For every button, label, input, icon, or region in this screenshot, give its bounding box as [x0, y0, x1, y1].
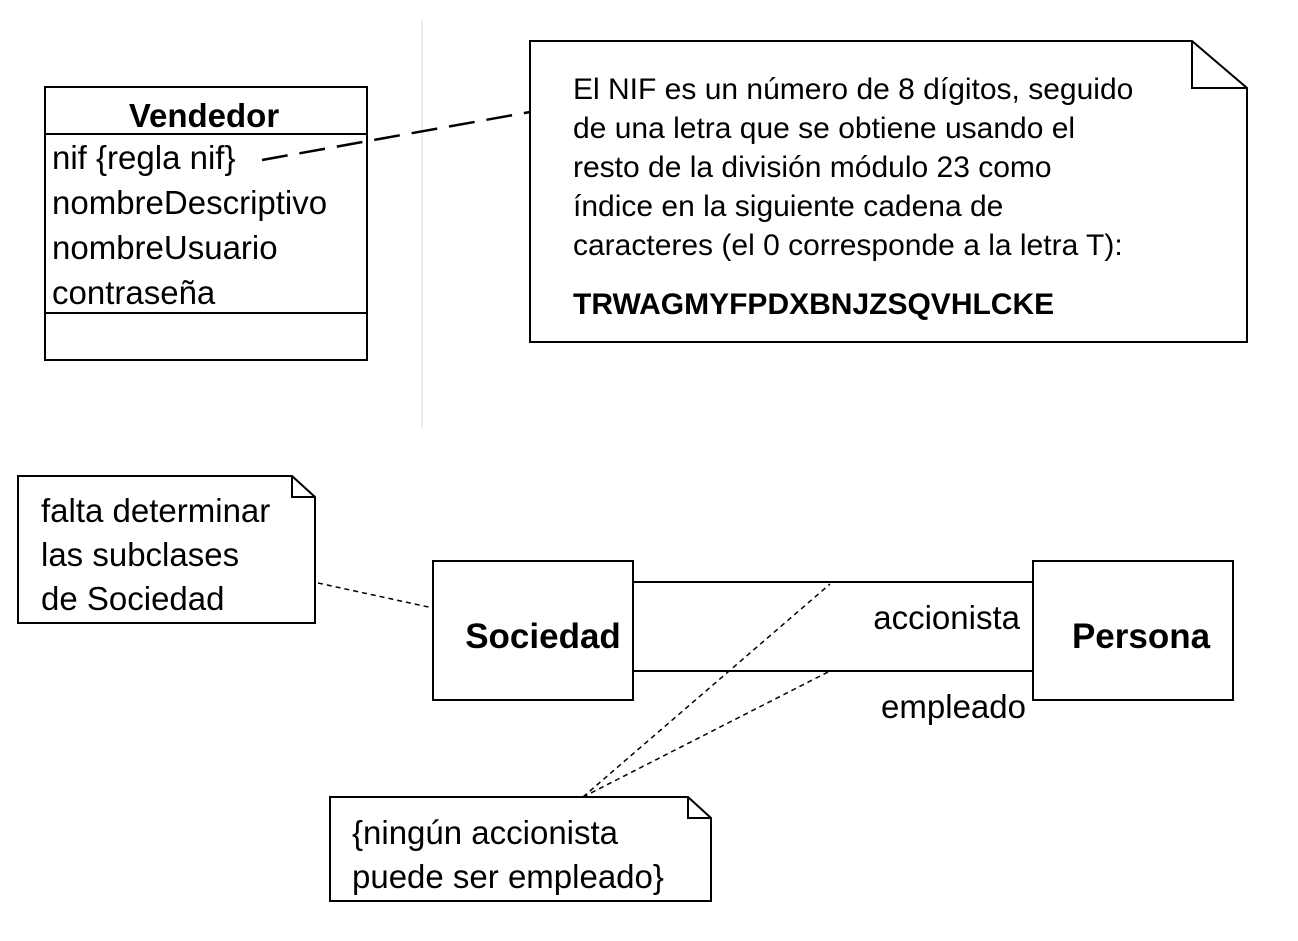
- vendedor-class-name: Vendedor: [129, 97, 280, 134]
- vendedor-class[interactable]: Vendedor nif {regla nif} nombreDescripti…: [44, 86, 368, 361]
- constraint-note-line-1: {ningún accionista: [352, 814, 619, 851]
- nif-note-fold: [1191, 41, 1247, 89]
- persona-class-name: Persona: [1072, 617, 1211, 656]
- persona-class-box: [1032, 560, 1234, 701]
- subclass-note-frame: [17, 475, 316, 624]
- vendedor-class-box: [44, 86, 368, 361]
- vendedor-attr-nif: nif {regla nif}: [52, 139, 235, 176]
- nif-note-frame: [529, 40, 1248, 343]
- persona-class[interactable]: Persona: [1032, 560, 1234, 701]
- nif-letter-sequence: TRWAGMYFPDXBNJZSQVHLCKE: [573, 288, 1054, 321]
- vendedor-attr-nombre-usuario: nombreUsuario: [52, 229, 278, 266]
- subclass-note-fold: [291, 476, 315, 498]
- nif-note-line-5: caracteres (el 0 corresponde a la letra …: [573, 229, 1123, 262]
- constraint-note-frame: [329, 796, 712, 902]
- subclass-note-anchor: [317, 582, 434, 609]
- constraint-note-line-2: puede ser empleado}: [352, 858, 664, 895]
- role-label-accionista: accionista: [873, 599, 1020, 636]
- nif-note-line-4: índice en la siguiente cadena de: [573, 190, 1003, 223]
- sociedad-class[interactable]: Sociedad: [432, 560, 634, 701]
- sociedad-class-name: Sociedad: [465, 617, 621, 656]
- constraint-note-fold: [687, 797, 711, 819]
- nif-note-line-3: resto de la división módulo 23 como: [573, 151, 1052, 184]
- role-label-empleado: empleado: [881, 688, 1026, 725]
- nif-note-line-2: de una letra que se obtiene usando el: [573, 112, 1075, 145]
- subclass-note-line-3: de Sociedad: [41, 580, 224, 617]
- subclass-note-line-2: las subclases: [41, 536, 239, 573]
- subclass-note[interactable]: falta determinar las subclases de Socied…: [17, 475, 316, 624]
- sociedad-class-box: [432, 560, 634, 701]
- constraint-anchor-empleado: [582, 671, 829, 798]
- constraint-note[interactable]: {ningún accionista puede ser empleado}: [329, 796, 712, 902]
- nif-note-anchor: [261, 110, 531, 162]
- nif-note-line-1: El NIF es un número de 8 dígitos, seguid…: [573, 73, 1133, 106]
- nif-rule-note[interactable]: El NIF es un número de 8 dígitos, seguid…: [529, 40, 1248, 343]
- constraint-anchor-accionista: [582, 583, 831, 798]
- vendedor-attr-contrasena: contraseña: [52, 274, 216, 311]
- subclass-note-line-1: falta determinar: [41, 492, 270, 529]
- vendedor-attr-nombre-descriptivo: nombreDescriptivo: [52, 184, 327, 221]
